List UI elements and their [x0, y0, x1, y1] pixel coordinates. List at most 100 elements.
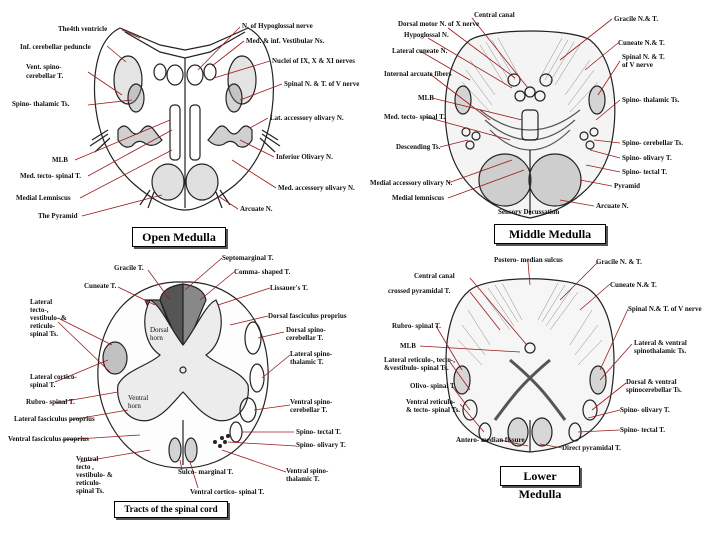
- label-sc-cuneate: Cuneate T.: [84, 282, 117, 290]
- label-mm-pyramid: Pyramid: [614, 182, 641, 190]
- label-posterior-median: Postero- median sulcus: [494, 256, 563, 264]
- label-med-accessory-olivary: Med. accessory olivary N.: [278, 184, 355, 192]
- label-lat-tecto-4: reticulo-: [30, 322, 56, 330]
- title-open-medulla: Open Medulla: [132, 227, 226, 247]
- title-spinal-cord: Tracts of the spinal cord: [114, 501, 228, 518]
- label-sc-spino-tectal: Spino- tectal T.: [296, 428, 342, 436]
- label-dorsal-motor-x: Dorsal motor N. of X nerve: [398, 20, 480, 28]
- label-lat-cortico-1: Lateral cortico-: [30, 373, 77, 381]
- lower-medulla-section: [445, 278, 615, 453]
- label-lat-reticulo-2: &vestibulo- spinal Ts.: [384, 364, 449, 372]
- middle-medulla-leaders: [419, 17, 621, 207]
- label-lm-spinal-v: Spinal N.& T. of V nerve: [628, 305, 702, 313]
- label-mm-med-tecto-spinal: Med. tecto- spinal T.: [384, 113, 445, 121]
- label-inferior-olivary: Inferior Olivary N.: [276, 153, 333, 161]
- label-sensory-decussation: Sensory Decussation: [498, 208, 560, 216]
- label-mm-spinal-n-t-2: of V nerve: [622, 61, 653, 69]
- label-inf-cerebellar-peduncle: Inf. cerebellar peduncle: [20, 43, 91, 51]
- label-ventral-tecto-3: vestibulo- &: [76, 471, 113, 479]
- label-n-hypoglossal: N. of Hypoglossal nerve: [242, 22, 313, 30]
- label-antero-median: Antero- median fissure: [456, 436, 525, 444]
- label-dorsal-fasciculus: Dorsal fasciculus proprius: [268, 312, 347, 320]
- label-dorsal-horn-2: horn: [150, 334, 163, 342]
- label-medial-lemniscus: Medial Lemniscus: [16, 194, 71, 202]
- spinal-cord-leaders: [54, 257, 297, 489]
- label-dorsal-horn-1: Dorsal: [150, 326, 169, 334]
- label-lat-spinothalamic-2: thalamic T.: [290, 358, 324, 366]
- label-central-canal: Central canal: [474, 11, 515, 19]
- label-lat-tecto-3: vestibulo- &: [30, 314, 67, 322]
- label-vent-spinocerebellar-1: Vent. spino-: [26, 63, 62, 71]
- label-ventral-tecto-5: spinal Ts.: [76, 487, 105, 495]
- label-lm-mlb: MLB: [400, 342, 416, 350]
- label-ventral-spinothalamic-1: Ventral spino-: [286, 467, 329, 475]
- label-mm-spinal-n-t-1: Spinal N. & T.: [622, 53, 665, 61]
- label-vent-fasciculus: Ventral fasciculus proprius: [8, 435, 89, 443]
- label-medial-accessory-olivary: Medial accessory olivary N.: [370, 179, 453, 187]
- middle-medulla-section: [444, 30, 616, 219]
- label-lat-cortico-2: spinal T.: [30, 381, 56, 389]
- label-lat-fasciculus: Lateral fasciculus proprius: [14, 415, 95, 423]
- label-lateral-cuneate: Lateral cuneate N.: [392, 47, 448, 55]
- label-dorsal-spinocerebellar-1: Dorsal spino-: [286, 326, 326, 334]
- label-lm-rubro: Rubro- spinal T.: [392, 322, 441, 330]
- label-dorsal-ventral-spinocerebellar-1: Dorsal & ventral: [626, 378, 677, 386]
- label-ventral-spinothalamic-2: thalamic T.: [286, 475, 320, 483]
- label-vent-spinocerebellar-2: cerebellar T.: [26, 72, 64, 80]
- label-olivo: Olivo- spinal T.: [410, 382, 456, 390]
- title-middle-medulla: Middle Medulla: [494, 224, 606, 244]
- label-ventral-corticospinal: Ventral cortico- spinal T.: [190, 488, 265, 496]
- label-lm-spino-tectal: Spino- tectal T.: [620, 426, 666, 434]
- label-sulco-marginal: Sulco- marginal T.: [178, 468, 234, 476]
- label-lat-tecto-5: spinal Ts.: [30, 330, 59, 338]
- lower-medulla-leaders: [419, 261, 633, 449]
- label-lm-central-canal: Central canal: [414, 272, 455, 280]
- label-ventral-reticulo-1: Ventral reticulo-: [406, 398, 456, 406]
- label-hypoglossal: Hypoglossal N.: [404, 31, 449, 39]
- label-lm-cuneate: Cuneate N.& T.: [610, 281, 657, 289]
- open-medulla-leaders: [74, 26, 283, 217]
- label-direct-pyramidal: Direct pyramidal T.: [562, 444, 621, 452]
- label-sc-rubro: Rubro- spinal T.: [26, 398, 75, 406]
- label-ventral-tecto-4: reticulo-: [76, 479, 102, 487]
- label-ventral-tecto-2: tecto ,: [76, 463, 94, 471]
- label-mm-gracile: Gracile N.& T.: [614, 15, 659, 23]
- label-mm-medial-lemniscus: Medial lemniscus: [392, 194, 444, 202]
- label-lat-tecto-1: Lateral: [30, 298, 53, 306]
- label-lat-ventral-spinothalamic-2: spinothalamic Ts.: [634, 347, 687, 355]
- label-the-pyramid: The Pyramid: [38, 212, 78, 220]
- label-mm-spino-tectal: Spino- tectal T.: [622, 168, 668, 176]
- label-sc-gracile: Gracile T.: [114, 264, 144, 272]
- label-lm-spino-olivary: Spino- olivary T.: [620, 406, 670, 414]
- label-descending: Descending Ts.: [396, 143, 441, 151]
- label-dorsal-spinocerebellar-2: cerebellar T.: [286, 334, 324, 342]
- label-mlb: MLB: [52, 156, 68, 164]
- label-ventral-spinocerebellar-1: Ventral spino-: [290, 398, 333, 406]
- label-lat-spinothalamic-1: Lateral spino-: [290, 350, 333, 358]
- label-mm-spinocerebellar: Spino- cerebellar Ts.: [622, 139, 684, 147]
- label-septomarginal: Septomarginal T.: [222, 254, 274, 262]
- label-spinothalamic: Spino- thalamic Ts.: [12, 100, 70, 108]
- title-lower-medulla: Lower Medulla: [500, 466, 580, 501]
- label-ventral-horn-2: horn: [128, 402, 141, 410]
- label-dorsal-ventral-spinocerebellar-2: spinocerebellar Ts.: [626, 386, 682, 394]
- label-crossed-pyramidal: crossed pyramidal T.: [388, 287, 451, 295]
- label-mm-arcuate: Arcuate N.: [596, 202, 629, 210]
- label-arcuate: Arcuate N.: [240, 205, 273, 213]
- label-lat-tecto-2: tecto-,: [30, 306, 49, 314]
- label-fourth-ventricle: The4th ventricle: [58, 25, 108, 33]
- label-comma: Comma- shaped T.: [234, 268, 291, 276]
- label-med-inf-vestibular: Med. & inf. Vestibular Ns.: [246, 37, 325, 45]
- label-internal-arcuate: Internal arcuate fibers: [384, 70, 452, 78]
- label-ventral-tecto-1: Ventral: [76, 455, 99, 463]
- label-lissauer: Lissauer's T.: [270, 284, 308, 292]
- label-lat-accessory-olivary: Lat. accessory olivary N.: [270, 114, 344, 122]
- label-lat-ventral-spinothalamic-1: Lateral & ventral: [634, 339, 687, 347]
- label-mm-mlb: MLB: [418, 94, 434, 102]
- label-mm-cuneate: Cuneate N.& T.: [618, 39, 665, 47]
- label-lat-reticulo-1: Lateral reticulo-, tecto-,: [384, 356, 456, 364]
- label-mm-spinothalamic: Spino- thalamic Ts.: [622, 96, 680, 104]
- label-lm-gracile: Gracile N. & T.: [596, 258, 642, 266]
- label-sc-spino-olivary: Spino- olivary T.: [296, 441, 346, 449]
